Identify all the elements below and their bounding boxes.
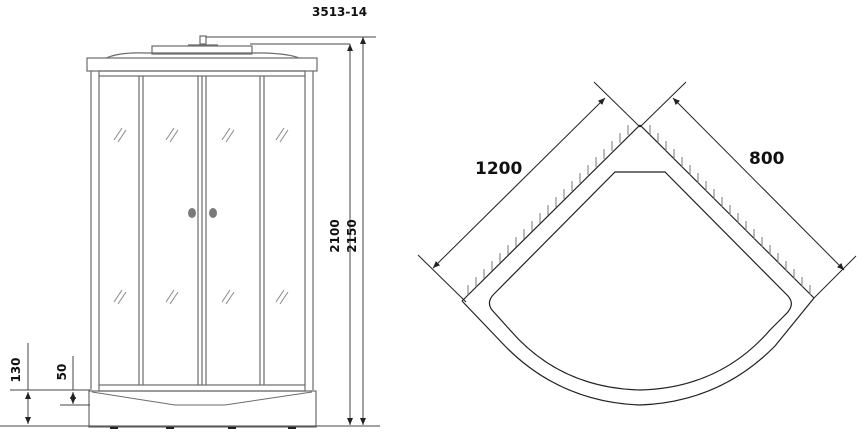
dim-total-height: 2150 <box>345 219 359 252</box>
shower-head-fitting <box>199 35 207 45</box>
tray-inner-basin <box>488 171 792 391</box>
tray-outer <box>461 297 815 406</box>
dim-width: 800 <box>749 149 785 169</box>
roof-dome <box>105 52 300 59</box>
front-view <box>86 35 318 429</box>
dim-tray-height: 130 <box>9 357 23 382</box>
wall-hatching <box>467 125 811 295</box>
door-handle-left <box>188 208 196 218</box>
dim-enclosure-height: 2100 <box>328 219 342 252</box>
tray-rim <box>98 384 306 392</box>
front-dimension-lines <box>0 36 380 427</box>
plan-view <box>417 81 857 406</box>
shower-tray <box>88 390 317 428</box>
roof-panel <box>86 57 318 72</box>
dim-tray-step: 50 <box>55 364 69 381</box>
dim-length: 1200 <box>475 159 522 179</box>
roof-cap <box>151 45 253 55</box>
door-handle-right <box>209 208 217 218</box>
model-number: 3513-14 <box>312 5 367 19</box>
